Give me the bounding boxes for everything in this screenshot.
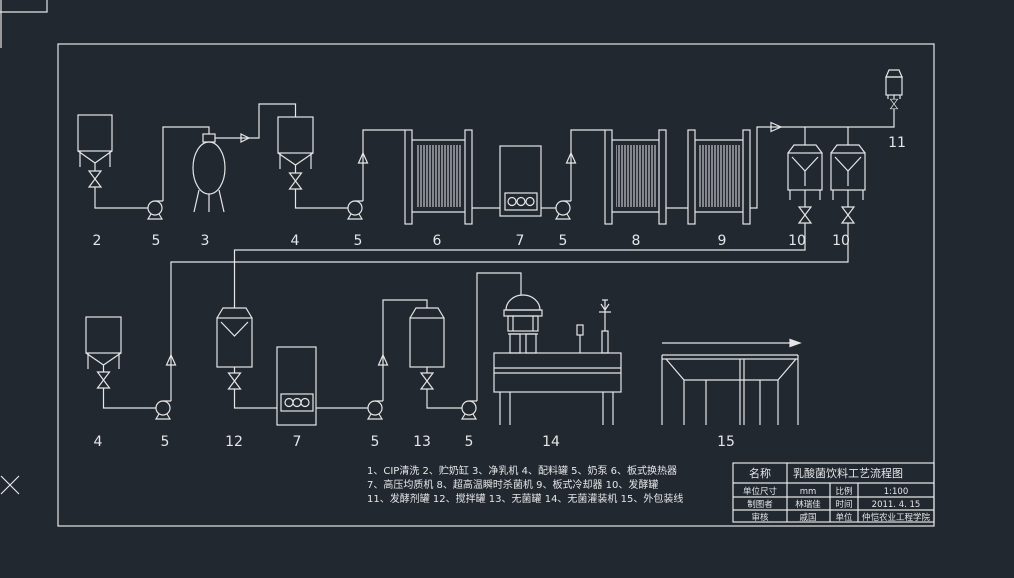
pipe <box>162 126 210 201</box>
uht-sterilizer-8 <box>604 129 667 225</box>
valve-icon <box>88 170 102 188</box>
drafter-value: 林瑞佳 <box>795 499 821 510</box>
reviewer-value: 戚国 <box>799 512 816 523</box>
equipment-number-label: 9 <box>718 233 727 249</box>
milk-pump-icon <box>155 400 172 420</box>
milk-pump-icon <box>147 200 164 220</box>
milk-pump-icon <box>367 400 384 420</box>
pipe <box>476 272 522 401</box>
flow-arrow-icon <box>240 133 251 143</box>
flow-arrow-icon <box>770 121 783 133</box>
equipment-number-label: 14 <box>542 434 560 450</box>
equipment-number-label: 7 <box>516 233 525 249</box>
valve-icon <box>420 372 434 390</box>
pipe <box>233 367 277 409</box>
equipment-number-label: 10 <box>832 233 850 249</box>
flow-arrow-icon <box>357 151 369 164</box>
equipment-number-label: 5 <box>161 434 170 450</box>
equipment-number-label: 5 <box>371 434 380 450</box>
scale-label: 比例 <box>835 486 852 497</box>
pipe <box>233 190 806 308</box>
equipment-number-label: 13 <box>413 434 431 450</box>
pipe <box>750 109 895 209</box>
flow-arrows <box>165 121 783 366</box>
valve-icon <box>841 206 855 224</box>
equipment-number-label: 3 <box>201 233 210 249</box>
flow-arrow-icon <box>565 151 577 164</box>
batching-tank-4 <box>277 116 314 169</box>
organization-value: 仲恺农业工程学院 <box>862 512 931 523</box>
equipment-number-label: 5 <box>152 233 161 249</box>
equipment-number-label: 2 <box>93 233 102 249</box>
title-block: 名称 乳酸菌饮料工艺流程图 单位尺寸 mm 比例 1:100 制图者 林瑞佳 时… <box>732 462 935 523</box>
date-label: 时间 <box>835 499 852 510</box>
pipe <box>94 163 148 209</box>
equipment-number-label: 15 <box>717 434 735 450</box>
plate-cooler-9 <box>687 129 751 225</box>
equipment-number-label: 4 <box>94 434 103 450</box>
equipment-number-label: 7 <box>293 434 302 450</box>
ucs-icon <box>0 0 48 48</box>
drawing-border <box>57 43 935 527</box>
legend-line: 1、CIP清洗 2、贮奶缸 3、净乳机 4、配料罐 5、奶泵 6、板式换热器 <box>367 464 677 477</box>
equipment-number-label: 8 <box>632 233 641 249</box>
outer-packaging-line-15 <box>661 338 802 425</box>
milk-pump-icon <box>461 400 478 420</box>
drawing-title: 乳酸菌饮料工艺流程图 <box>793 466 903 480</box>
reviewer-label: 审核 <box>751 512 769 523</box>
aseptic-filling-machine-14 <box>493 294 622 425</box>
equipment-number-label: 6 <box>433 233 442 249</box>
legend-line: 7、高压均质机 8、超高温瞬时杀菌机 9、板式冷却器 10、发酵罐 <box>367 478 658 491</box>
drafter-label: 制图者 <box>747 499 773 510</box>
equipment-number-label: 4 <box>291 233 300 249</box>
starter-culture-tank-11 <box>885 69 903 99</box>
plate-heat-exchanger-6 <box>404 129 473 225</box>
pipe <box>102 365 156 409</box>
pipe <box>804 127 849 145</box>
title-name-label: 名称 <box>749 466 771 480</box>
scale-value: 1:100 <box>884 487 909 497</box>
equipment-legend: 1、CIP清洗 2、贮奶缸 3、净乳机 4、配料罐 5、奶泵 6、板式换热器 7… <box>367 464 683 505</box>
valve-icon <box>890 98 898 110</box>
milk-pump-icon <box>555 200 572 220</box>
mixing-tank-12 <box>216 307 253 368</box>
pipe <box>170 190 849 401</box>
pipe <box>426 367 462 409</box>
homogenizer-7-row2 <box>276 346 317 426</box>
unit-label: 单位尺寸 <box>743 486 778 497</box>
valve-icon <box>288 172 303 190</box>
batching-tank-4-row2 <box>85 316 122 369</box>
homogenizer-7 <box>499 145 542 217</box>
milk-separator-3 <box>192 133 226 213</box>
valve-icon <box>96 371 111 389</box>
organization-label: 单位 <box>835 512 853 523</box>
equipment-number-label: 11 <box>888 135 906 151</box>
pipe <box>215 103 297 139</box>
equipment-labels-top: 2 5 3 4 5 6 7 5 8 9 10 10 11 <box>93 135 906 249</box>
pipe <box>382 299 428 401</box>
valve-icon <box>227 372 242 390</box>
equipment-labels-bottom: 4 5 12 7 5 13 5 14 15 <box>94 434 735 450</box>
unit-value: mm <box>800 487 817 497</box>
pipelines <box>94 103 895 409</box>
equipment-number-label: 5 <box>465 434 474 450</box>
pipe <box>362 129 405 201</box>
pipe <box>570 129 605 201</box>
equipment-number-label: 12 <box>225 434 243 450</box>
storage-milk-tank-2 <box>77 114 113 167</box>
valve-icon <box>798 206 812 224</box>
pipe <box>294 165 348 209</box>
aseptic-tank-13 <box>409 307 445 368</box>
flow-arrow-icon <box>377 353 389 366</box>
equipment-number-label: 5 <box>354 233 363 249</box>
date-value: 2011. 4. 15 <box>872 500 921 510</box>
crosshair-cursor-icon <box>0 475 20 495</box>
equipment-number-label: 10 <box>788 233 806 249</box>
milk-pump-icon <box>347 200 364 220</box>
flow-arrow-icon <box>165 353 177 366</box>
equipment-number-label: 5 <box>559 233 568 249</box>
legend-line: 11、发酵剂罐 12、搅拌罐 13、无菌罐 14、无菌灌装机 15、外包装线 <box>367 492 683 505</box>
